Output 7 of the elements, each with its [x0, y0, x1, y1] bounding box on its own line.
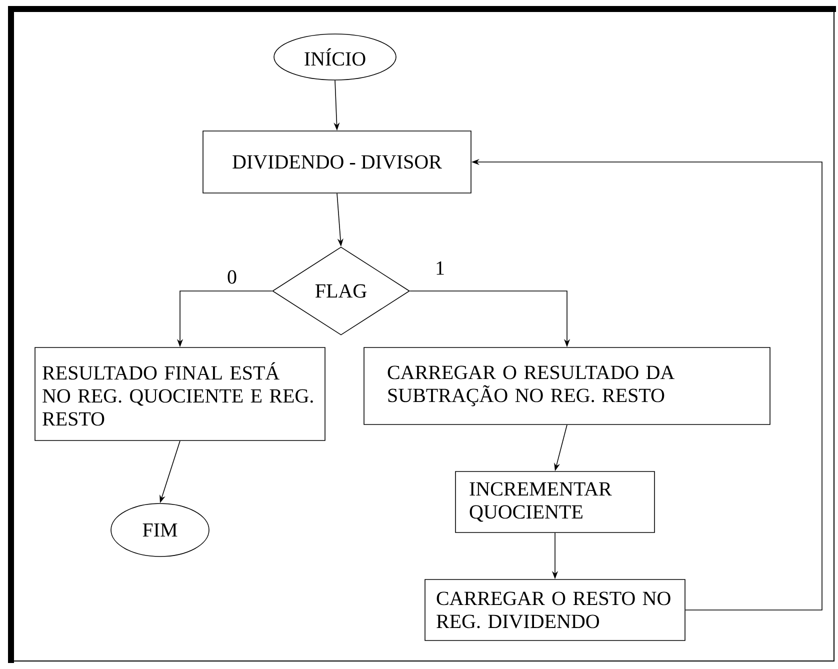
process-box: RESULTADO FINAL ESTÁ NO REG. QUOCIENTE E REG. RESTO [34, 347, 326, 441]
process-box: CARREGAR O RESULTADO DA SUBTRAÇÃO NO REG. RESTO [364, 347, 770, 425]
edge-label: 1 [434, 260, 446, 276]
process-box: INCREMENTAR QUOCIENTE [455, 471, 655, 533]
edge-label: 0 [226, 269, 238, 285]
process-box: DIVIDENDO - DIVISOR [202, 130, 472, 194]
process-box: CARREGAR O RESTO NO REG. DIVIDENDO [424, 579, 686, 641]
